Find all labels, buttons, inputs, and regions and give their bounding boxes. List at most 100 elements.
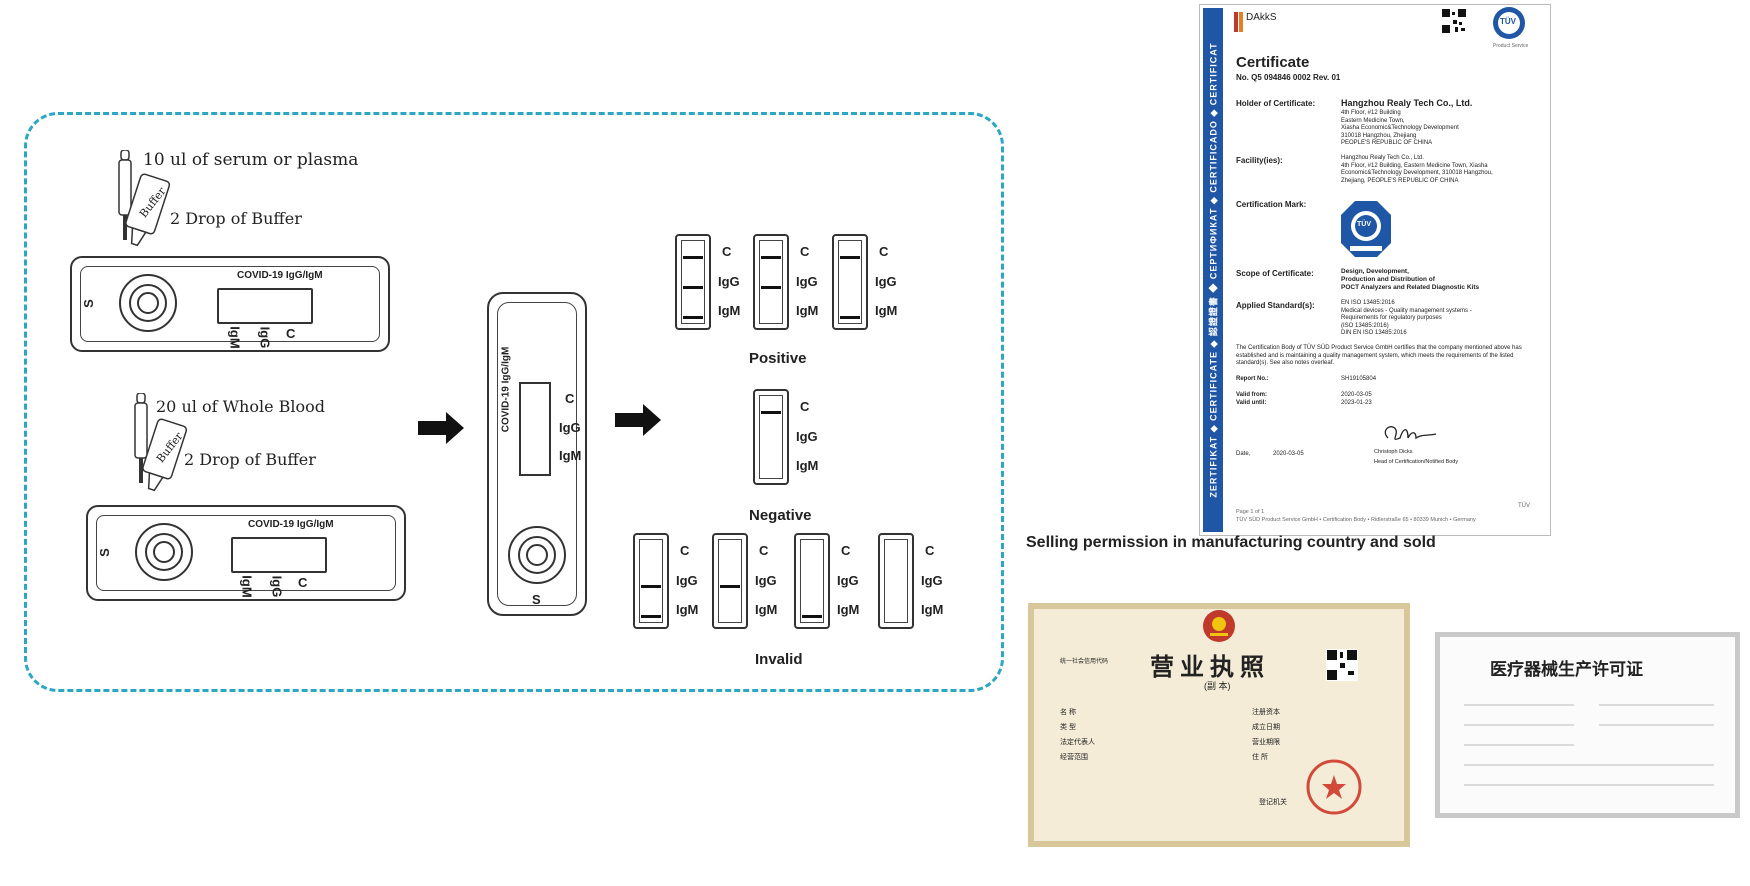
- certificate-footer: TÜV SÜD Product Service GmbH • Certifica…: [1236, 517, 1476, 523]
- standard-line: Medical devices - Quality management sys…: [1341, 307, 1472, 314]
- official-seal-icon: [1306, 759, 1362, 815]
- mark-label: Certification Mark:: [1236, 200, 1307, 209]
- band-igg-label: IgG: [837, 573, 859, 588]
- band-igg-label: IgG: [269, 575, 285, 598]
- cassette-vertical: COVID-19 IgG/IgM C IgG IgM S: [487, 292, 587, 616]
- address-line: PEOPLE'S REPUBLIC OF CHINA: [1341, 140, 1433, 146]
- band-igg-label: IgG: [755, 573, 777, 588]
- band-c-label: C: [286, 326, 296, 341]
- band-c-label: C: [722, 244, 732, 259]
- license-subtitle: (副 本): [1204, 681, 1231, 691]
- result-strip: [753, 234, 789, 330]
- band-igm-label: IgM: [796, 458, 819, 473]
- scope-line: POCT Analyzers and Related Diagnostic Ki…: [1341, 284, 1480, 292]
- scope-line: Production and Distribution of: [1341, 276, 1435, 284]
- result-window: [519, 382, 551, 476]
- facility-line: Hangzhou Realy Tech Co., Ltd.: [1341, 155, 1424, 161]
- address-line: 4th Floor, #12 Building: [1341, 110, 1401, 116]
- buffer-bottle-icon: Buffer: [134, 416, 195, 500]
- band-igg-label: IgG: [559, 420, 581, 435]
- band-c-label: C: [800, 399, 810, 414]
- standard-line: EN ISO 13485:2016: [1341, 300, 1395, 306]
- tuv-mark-text: TÜV: [1357, 221, 1371, 228]
- band-igm-label: IgM: [227, 326, 243, 349]
- permit-title: 医疗器械生产许可证: [1490, 660, 1643, 680]
- sample-mark: S: [532, 592, 541, 607]
- credit-code-label: 统一社会信用代码: [1060, 659, 1109, 665]
- signer-name: Christoph Dicks: [1374, 449, 1413, 455]
- sample-well-icon: [117, 272, 179, 334]
- facility-label: Facility(ies):: [1236, 156, 1283, 165]
- facility-line: 4th Floor, #12 Building, Eastern Medicin…: [1341, 162, 1488, 169]
- band-igm-label: IgM: [239, 575, 255, 598]
- signer-title: Head of Certification/Notified Body: [1374, 459, 1459, 465]
- date-label: Date,: [1236, 451, 1251, 457]
- address-line: 310018 Hangzhou, Zhejiang: [1341, 132, 1417, 139]
- certificate-band-text: ZERTIFIKAT ◆ CERTIFICATE ◆ 認證證書 ◆ СЕРТИФ…: [1208, 42, 1219, 498]
- band-igm-label: IgM: [837, 602, 860, 617]
- cassette-label: COVID-19 IgG/IgM: [248, 519, 334, 530]
- signature-icon: [1378, 420, 1438, 450]
- cassette-blood: S COVID-19 IgG/IgM C IgG IgM: [86, 505, 406, 601]
- dropper-icon: [118, 149, 132, 240]
- result-invalid-caption: Invalid: [755, 651, 803, 668]
- scope-line: Design, Development,: [1341, 268, 1409, 275]
- buffer-step-2-text: 2 Drop of Buffer: [184, 450, 316, 469]
- band-c-label: C: [925, 543, 935, 558]
- report-label: Report No.:: [1236, 376, 1269, 382]
- serum-step-text: 10 ul of serum or plasma: [143, 150, 359, 170]
- tuv-footer-mark: TÜV: [1518, 503, 1530, 509]
- sample-mark: S: [96, 548, 112, 557]
- scope-label: Scope of Certificate:: [1236, 269, 1314, 278]
- band-igm-label: IgM: [921, 602, 944, 617]
- certificate-side-band: ZERTIFIKAT ◆ CERTIFICATE ◆ 認證證書 ◆ СЕРТИФ…: [1203, 8, 1223, 532]
- result-strip: [878, 533, 914, 629]
- section-heading: Selling permission in manufacturing coun…: [1026, 534, 1436, 551]
- license-field: 名 称: [1060, 709, 1076, 716]
- sample-well-icon: [506, 524, 568, 586]
- result-negative-caption: Negative: [749, 507, 812, 524]
- registration-authority: 登记机关: [1259, 799, 1287, 806]
- band-c-label: C: [879, 244, 889, 259]
- license-field: 类 型: [1060, 724, 1076, 731]
- qr-code-icon: [1441, 8, 1467, 34]
- cassette-serum: S COVID-19 IgG/IgM C IgG IgM: [70, 256, 390, 352]
- standard-line: DIN EN ISO 13485:2016: [1341, 330, 1407, 336]
- blood-step-text: 20 ul of Whole Blood: [156, 397, 326, 416]
- standard-label: Applied Standard(s):: [1236, 301, 1315, 310]
- certificate-title: Certificate: [1236, 54, 1310, 71]
- result-strip: [633, 533, 669, 629]
- sample-mark: S: [80, 299, 96, 308]
- standard-line: (ISO 13485:2016): [1341, 322, 1389, 329]
- result-strip: [753, 389, 789, 485]
- license-field: 法定代表人: [1060, 739, 1095, 746]
- result-window: [217, 288, 313, 324]
- facility-line: Zhejiang, PEOPLE'S REPUBLIC OF CHINA: [1341, 177, 1459, 184]
- valid-until-value: 2023-01-23: [1341, 400, 1372, 406]
- report-number: SH19105804: [1341, 376, 1377, 382]
- date-value: 2020-03-05: [1273, 451, 1304, 457]
- holder-label: Holder of Certificate:: [1236, 99, 1316, 108]
- standards-text: EN ISO 13485:2016 Medical devices - Qual…: [1341, 300, 1472, 338]
- band-c-label: C: [841, 543, 851, 558]
- dakks-text: DAkkS: [1246, 12, 1277, 23]
- facility-line: Economic&Technology Development, 310018 …: [1341, 170, 1493, 176]
- result-positive-caption: Positive: [749, 350, 807, 367]
- arrow-right-icon: [418, 410, 466, 446]
- tuv-logo: TÜV: [1492, 6, 1526, 40]
- license-field: 营业期限: [1252, 739, 1280, 746]
- band-igm-label: IgM: [676, 602, 699, 617]
- permit-body-lines: [1464, 697, 1714, 792]
- dakks-logo: DAkkS: [1234, 10, 1294, 38]
- national-emblem-icon: [1202, 609, 1236, 643]
- dropper-icon: [134, 392, 148, 483]
- band-igg-label: IgG: [875, 274, 897, 289]
- tuv-logo-text: TÜV: [1500, 17, 1516, 26]
- band-c-label: C: [680, 543, 690, 558]
- result-strip: [832, 234, 868, 330]
- band-igg-label: IgG: [718, 274, 740, 289]
- band-igm-label: IgM: [718, 303, 741, 318]
- band-c-label: C: [759, 543, 769, 558]
- band-igg-label: IgG: [921, 573, 943, 588]
- valid-from-label: Valid from:: [1236, 392, 1268, 398]
